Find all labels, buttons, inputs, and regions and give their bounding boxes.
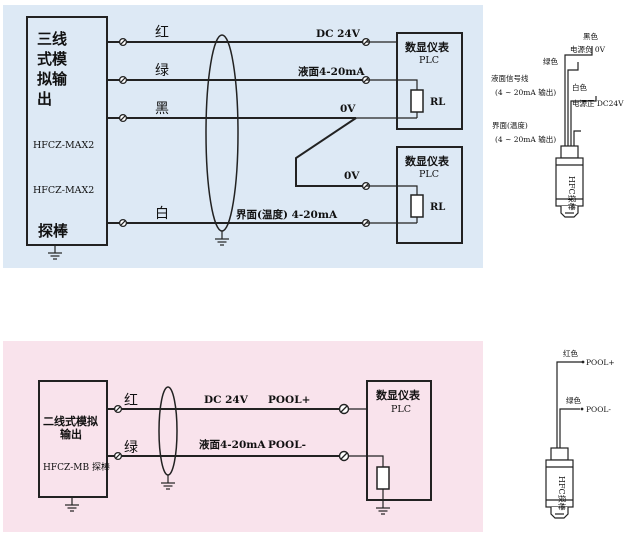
top-probe-box [26, 16, 108, 246]
side-supply-neg: 电源负 0V [570, 44, 606, 54]
top-probe-title-line-2: 式模 [37, 50, 68, 68]
bottom-side-pool-plus: POOL+ [586, 358, 615, 367]
side-level-signal: 液面信号线 [491, 73, 529, 83]
signal-level-label: 液面4-20mA [298, 65, 365, 78]
meter-box-1 [396, 32, 463, 130]
bottom-side-red-label: 红色 [563, 348, 578, 358]
top-sensor-label: HFC探棒 [567, 176, 577, 211]
signal-ov2-label: 0V [344, 170, 360, 182]
meter-sub-1: PLC [419, 55, 439, 66]
signal-dc-label: DC 24V [316, 28, 361, 40]
resistor-label-1: RL [430, 97, 445, 108]
meter-label-2: 数显仪表 [405, 154, 450, 168]
resistor-1 [410, 89, 424, 113]
bottom-sensor-illustration: HFC探棒 红色 POOL+ 绿色 POOL- [545, 348, 615, 519]
bottom-pool-minus-label: POOL- [268, 439, 306, 451]
top-probe-title-line-1: 三线 [37, 30, 67, 48]
wire-red-label: 红 [155, 25, 169, 41]
bottom-wire-red-label: 红 [124, 393, 138, 409]
top-probe-title-line-4: 出 [37, 90, 52, 108]
top-panel-background [3, 5, 483, 268]
bottom-probe-box [38, 380, 108, 498]
top-probe-model-2: HFCZ-MAX2 [33, 185, 94, 196]
side-level-range: (4 ~ 20mA 输出) [495, 87, 556, 97]
bottom-panel: 二线式模拟 输出 HFCZ-MB 探棒 红 绿 DC 24V POOL+ 液面4… [3, 341, 483, 532]
signal-interface-label: 界面(温度) 4-20mA [236, 208, 338, 221]
side-supply-pos: 电源正 DC24V [572, 98, 624, 108]
side-black-label: 黑色 [583, 31, 598, 41]
bottom-meter-box [366, 380, 432, 501]
bottom-level-label: 液面4-20mA [199, 438, 266, 451]
wire-ov-crossover [295, 117, 366, 187]
top-probe-name: 探棒 [38, 222, 69, 240]
side-green-label: 绿色 [543, 56, 558, 66]
meter-box-2 [396, 146, 463, 244]
signal-ov1-label: 0V [340, 103, 356, 115]
resistor-label-2: RL [430, 202, 445, 213]
top-panel: 三线 式模 拟输 出 HFCZ-MAX2 HFCZ-MAX2 探棒 红 绿 黑 [3, 5, 483, 268]
bottom-pool-plus-label: POOL+ [268, 394, 310, 406]
top-sensor-illustration: HFC探棒 黑色 电源负 0V 绿色 液面信号线 (4 ~ 20mA 输出) 白… [491, 31, 624, 218]
top-probe-title-line-3: 拟输 [37, 70, 68, 88]
bottom-meter-sub: PLC [391, 404, 411, 415]
resistor-2 [410, 194, 424, 218]
bottom-sensor-label: HFC探棒 [557, 476, 567, 511]
bottom-meter-label: 数显仪表 [376, 388, 421, 402]
wire-white-label: 白 [155, 206, 169, 222]
bottom-dc-label: DC 24V [204, 394, 249, 406]
side-white-label: 白色 [572, 82, 587, 92]
wire-black-label: 黑 [155, 101, 169, 117]
wire-green-label: 绿 [155, 63, 169, 79]
bottom-side-pool-minus: POOL- [586, 405, 611, 414]
bottom-resistor [376, 466, 390, 490]
bottom-probe-title-line-1: 二线式模拟 [43, 414, 98, 428]
meter-sub-2: PLC [419, 169, 439, 180]
meter-label-1: 数显仪表 [405, 40, 450, 54]
bottom-probe-model: HFCZ-MB 探棒 [43, 461, 110, 473]
side-interface-label: 界面(温度) [492, 120, 528, 130]
top-probe-model-1: HFCZ-MAX2 [33, 140, 94, 151]
bottom-wire-green-label: 绿 [124, 440, 138, 456]
bottom-probe-title-line-2: 输出 [60, 427, 82, 441]
bottom-side-green-label: 绿色 [566, 395, 581, 405]
side-interface-range: (4 ~ 20mA 输出) [495, 134, 556, 144]
